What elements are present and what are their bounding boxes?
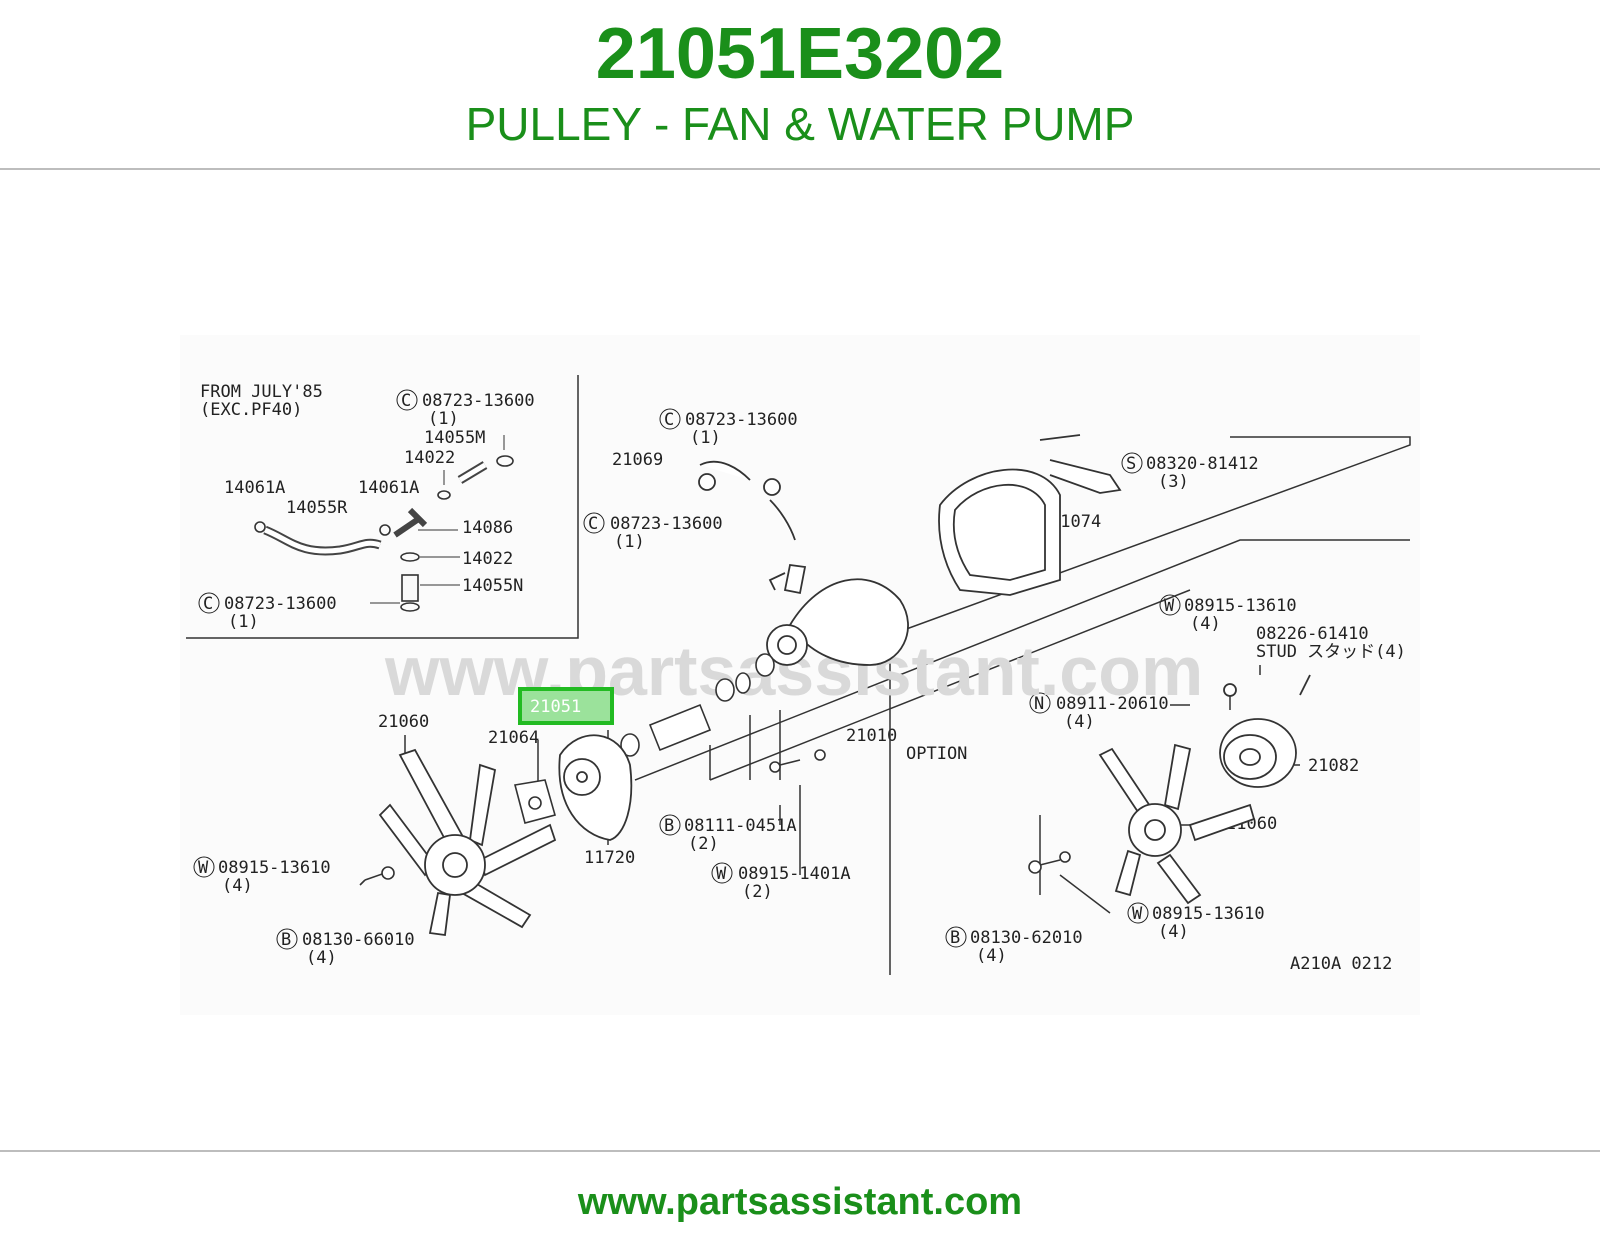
svg-text:(2): (2) — [688, 834, 719, 854]
svg-text:B: B — [950, 928, 960, 948]
leader-lines — [404, 436, 1411, 975]
highlighted-part-21051[interactable]: 21051 — [518, 687, 614, 725]
svg-text:08915-13610: 08915-13610 — [1184, 596, 1297, 616]
footer-divider — [0, 1150, 1600, 1152]
footer-site-link[interactable]: www.partsassistant.com — [577, 1181, 1023, 1223]
callout-21060-left: 21060 — [378, 712, 429, 732]
callout-08723-inset-top: C 08723-13600 (1) — [396, 389, 535, 429]
inset-note-line1: FROM JULY'85 — [200, 382, 323, 402]
svg-text:08723-13600: 08723-13600 — [685, 410, 798, 430]
callout-08723-main-top: C 08723-13600 (1) — [659, 408, 798, 448]
svg-text:C: C — [203, 594, 213, 614]
callout-08111-0451A: B 08111-0451A (2) — [659, 814, 797, 854]
callout-14055R: 14055R — [286, 498, 348, 518]
callout-21010: 21010 — [846, 726, 897, 746]
svg-text:W: W — [1132, 904, 1143, 924]
callout-08226-61410: 08226-61410 — [1256, 624, 1369, 644]
svg-text:08320-81412: 08320-81412 — [1146, 454, 1259, 474]
callout-14022-a: 14022 — [404, 448, 455, 468]
svg-text:08723-13600: 08723-13600 — [610, 514, 723, 534]
callout-08915-1401A: W 08915-1401A (2) — [711, 862, 851, 902]
callout-08915-left: W 08915-13610 (4) — [193, 856, 331, 896]
svg-text:(4): (4) — [976, 946, 1007, 966]
callout-08130-66010: B 08130-66010 (4) — [276, 928, 415, 968]
callout-08320-81412: S 08320-81412 (3) — [1121, 452, 1259, 492]
svg-text:C: C — [664, 410, 674, 430]
shaft-bearing-set — [620, 653, 775, 757]
svg-text:(4): (4) — [306, 948, 337, 968]
option-label: OPTION — [906, 744, 967, 764]
svg-text:08723-13600: 08723-13600 — [224, 594, 337, 614]
svg-text:(1): (1) — [428, 409, 459, 429]
gasket-21074 — [938, 434, 1122, 596]
svg-text:08130-66010: 08130-66010 — [302, 930, 415, 950]
callout-stud: STUD スタッド(4) — [1256, 642, 1406, 662]
parts-diagram: FROM JULY'85 (EXC.PF40) C 08723-13600 (1… — [180, 335, 1420, 1015]
svg-text:08130-62010: 08130-62010 — [970, 928, 1083, 948]
fan-blade-left — [378, 748, 557, 937]
svg-text:08111-0451A: 08111-0451A — [684, 816, 797, 836]
svg-text:B: B — [281, 930, 291, 950]
svg-text:W: W — [1164, 596, 1175, 616]
part-description: PULLEY - FAN & WATER PUMP — [465, 98, 1135, 150]
inset-frame — [186, 375, 579, 639]
callout-08915-bottom: W 08915-13610 (4) — [1127, 902, 1265, 942]
svg-text:08915-13610: 08915-13610 — [1152, 904, 1265, 924]
spacer-21064 — [514, 779, 556, 824]
callout-08723-main-mid: C 08723-13600 (1) — [583, 512, 723, 552]
inset-note-line2: (EXC.PF40) — [200, 400, 302, 420]
part-number-title: 21051E3202 — [595, 14, 1005, 94]
callout-08915-right: W 08915-13610 (4) — [1159, 594, 1297, 634]
svg-text:(1): (1) — [614, 532, 645, 552]
callout-14061A-b: 14061A — [358, 478, 419, 498]
header-divider — [0, 168, 1600, 170]
svg-text:C: C — [401, 391, 411, 411]
svg-text:21051: 21051 — [530, 697, 581, 717]
svg-text:(4): (4) — [222, 876, 253, 896]
svg-text:(4): (4) — [1064, 712, 1095, 732]
svg-text:08915-1401A: 08915-1401A — [738, 864, 851, 884]
svg-text:08911-20610: 08911-20610 — [1056, 694, 1169, 714]
fan-blade-right — [1098, 743, 1256, 905]
inset-hose-assembly — [254, 435, 514, 612]
callout-14022-b: 14022 — [462, 549, 513, 569]
callout-14086: 14086 — [462, 518, 513, 538]
callout-14061A-a: 14061A — [224, 478, 285, 498]
svg-text:N: N — [1034, 694, 1044, 714]
callout-14055N: 14055N — [462, 576, 523, 596]
svg-text:(3): (3) — [1158, 472, 1189, 492]
callout-08723-inset-bottom: C 08723-13600 (1) — [198, 592, 337, 632]
callout-08130-62010: B 08130-62010 (4) — [945, 926, 1083, 966]
svg-text:S: S — [1126, 454, 1136, 474]
svg-text:(1): (1) — [690, 428, 721, 448]
callout-21069: 21069 — [612, 450, 663, 470]
svg-text:B: B — [664, 816, 674, 836]
water-pump-assembly — [698, 460, 909, 666]
svg-text:(1): (1) — [228, 612, 259, 632]
svg-text:(4): (4) — [1190, 614, 1221, 634]
bolts-and-washers — [359, 749, 1071, 886]
callout-08911-20610: N 08911-20610 (4) — [1029, 692, 1169, 732]
svg-text:(2): (2) — [742, 882, 773, 902]
svg-text:(4): (4) — [1158, 922, 1189, 942]
fan-coupling-21082 — [1219, 674, 1311, 788]
callout-21064: 21064 — [488, 728, 539, 748]
drawing-code: A210A 0212 — [1290, 954, 1392, 974]
svg-text:08723-13600: 08723-13600 — [422, 391, 535, 411]
svg-text:08915-13610: 08915-13610 — [218, 858, 331, 878]
callout-14055M: 14055M — [424, 428, 485, 448]
svg-text:W: W — [716, 864, 727, 884]
pulley-21051 — [558, 734, 633, 841]
svg-text:C: C — [588, 514, 598, 534]
svg-text:W: W — [198, 858, 209, 878]
callout-11720: 11720 — [584, 848, 635, 868]
callout-21082: 21082 — [1308, 756, 1359, 776]
callout-21074: 21074 — [1050, 512, 1101, 532]
